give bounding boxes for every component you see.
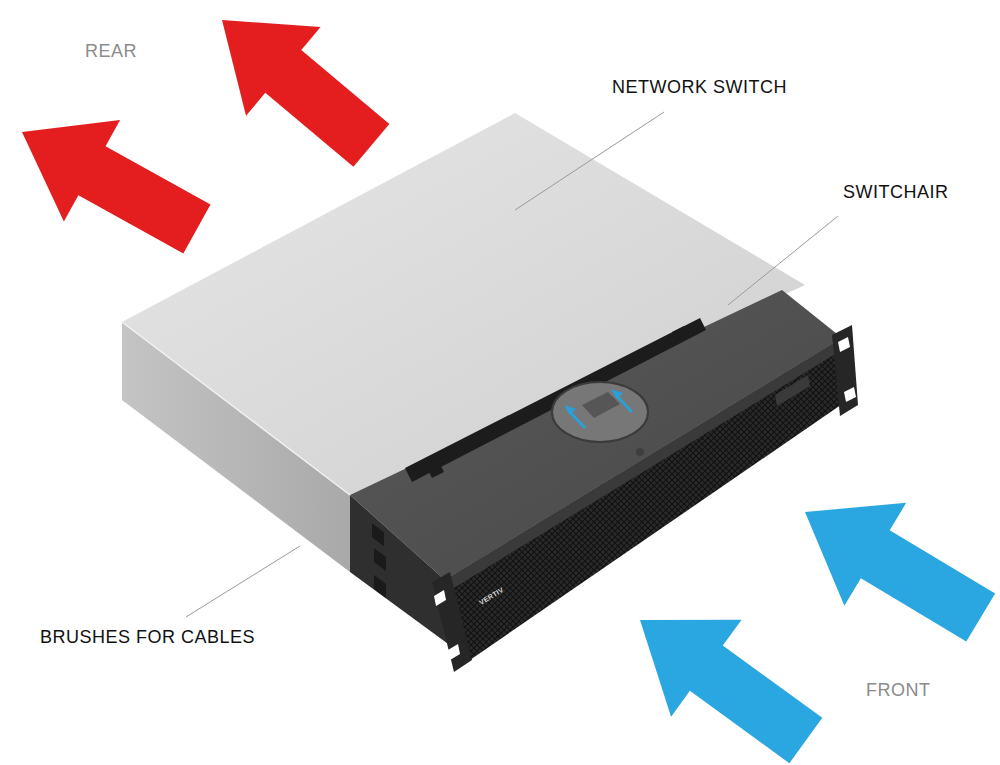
exhaust-arrow xyxy=(185,0,409,190)
rack-ear xyxy=(832,325,858,416)
part-label: SWITCHAIR xyxy=(843,183,949,201)
direction-label: FRONT xyxy=(866,681,931,699)
intake-arrow xyxy=(774,461,1000,669)
part-label: NETWORK SWITCH xyxy=(612,78,787,96)
leader-line xyxy=(728,216,838,305)
switch-side xyxy=(122,322,350,572)
leader-line xyxy=(515,112,664,210)
badge xyxy=(775,375,810,406)
rack-ear xyxy=(432,572,472,672)
direction-label: REAR xyxy=(85,42,137,60)
leader-line xyxy=(186,546,300,617)
exhaust-arrow xyxy=(0,81,225,279)
fan-opening xyxy=(552,382,648,442)
airflow-arrow-small xyxy=(564,389,632,428)
front-grille xyxy=(445,338,848,660)
intake-arrow xyxy=(605,571,841,765)
part-label: BRUSHES FOR CABLES xyxy=(40,628,255,646)
